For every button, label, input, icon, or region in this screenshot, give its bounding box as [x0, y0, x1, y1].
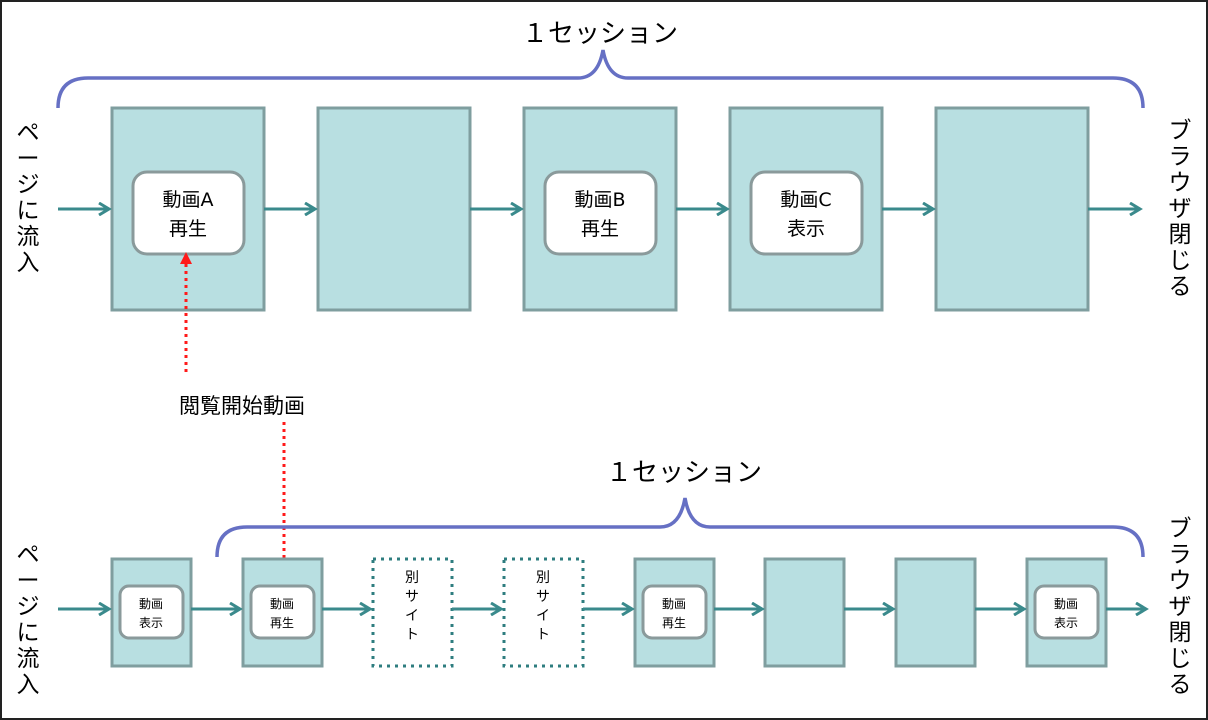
bottom-video-play-2-line1: 動画: [662, 597, 686, 611]
bottom-video-play-1: 動画 再生: [249, 584, 316, 640]
top-inflow-char-5: 流: [17, 224, 40, 250]
top-inflow-char-2: ー: [17, 146, 40, 172]
top-close-char-3: ウ: [1169, 170, 1192, 196]
bottom-close-char-1: ブ: [1169, 516, 1192, 542]
bottom-video-play-1-box: [249, 584, 316, 640]
start-video-label: 閲覧開始動画: [179, 394, 305, 418]
other-site-1-char-4: ト: [405, 627, 419, 643]
other-site-2-char-2: サ: [536, 589, 550, 605]
bottom-inflow-char-6: 入: [17, 672, 40, 698]
top-inflow-char-3: ジ: [17, 172, 40, 198]
bottom-close-char-5: 閉: [1169, 620, 1192, 646]
bottom-other-site-1-label: 別 サ イ ト: [405, 570, 419, 643]
top-session-brace: [56, 49, 1145, 109]
bottom-video-play-2: 動画 再生: [641, 584, 708, 640]
bottom-close-char-7: る: [1169, 672, 1192, 698]
top-close-char-2: ラ: [1169, 144, 1192, 170]
other-site-1-char-2: サ: [405, 589, 419, 605]
bottom-other-site-2: [502, 557, 585, 668]
bottom-video-play-2-box: [641, 584, 708, 640]
bottom-video-play-2-line2: 再生: [662, 616, 686, 630]
bottom-video-show-1-box: [118, 584, 185, 640]
other-site-2-char-1: 別: [536, 570, 550, 586]
bottom-inflow-char-1: ペ: [17, 542, 40, 568]
top-video-c-box: [749, 170, 864, 256]
top-page-2: [316, 106, 472, 312]
top-close-char-7: る: [1169, 274, 1192, 300]
bottom-page-5: [894, 557, 977, 668]
bottom-close-char-3: ウ: [1169, 568, 1192, 594]
top-page-5: [934, 106, 1090, 312]
bottom-video-play-1-line2: 再生: [270, 616, 294, 630]
bottom-video-show-1: 動画 表示: [118, 584, 185, 640]
other-site-2-char-4: ト: [536, 627, 550, 643]
top-close-char-1: ブ: [1169, 118, 1192, 144]
bottom-close-char-4: ザ: [1169, 594, 1192, 620]
top-close-char-4: ザ: [1169, 196, 1192, 222]
bottom-video-show-2: 動画 表示: [1033, 584, 1100, 640]
bottom-close-char-2: ラ: [1169, 542, 1192, 568]
top-video-b-line1: 動画B: [574, 189, 625, 211]
top-close-label: ブ ラ ウ ザ 閉 じ る: [1169, 118, 1192, 300]
bottom-video-show-2-line2: 表示: [1054, 616, 1078, 630]
top-video-a-line2: 再生: [169, 218, 207, 240]
top-video-c-line2: 表示: [787, 218, 825, 240]
bottom-video-show-1-line1: 動画: [139, 597, 163, 611]
top-video-a: 動画A 再生: [131, 170, 246, 256]
bottom-video-show-1-line2: 表示: [139, 616, 163, 630]
bottom-inflow-char-2: ー: [17, 568, 40, 594]
bottom-other-site-1: [371, 557, 454, 668]
other-site-2-char-3: イ: [536, 608, 550, 624]
top-video-b-box: [543, 170, 658, 256]
bottom-inflow-label: ペ ー ジ に 流 入: [17, 542, 40, 698]
top-close-char-6: じ: [1169, 248, 1192, 274]
top-video-b-line2: 再生: [581, 218, 619, 240]
top-inflow-char-4: に: [17, 198, 40, 224]
top-inflow-char-1: ペ: [17, 120, 40, 146]
bottom-inflow-char-4: に: [17, 620, 40, 646]
bottom-inflow-char-5: 流: [17, 646, 40, 672]
bottom-session-label: １セッション: [606, 458, 762, 488]
top-inflow-label: ペ ー ジ に 流 入: [17, 120, 40, 276]
top-video-b: 動画B 再生: [543, 170, 658, 256]
bottom-close-char-6: じ: [1169, 646, 1192, 672]
bottom-other-site-2-label: 別 サ イ ト: [536, 570, 550, 643]
other-site-1-char-1: 別: [405, 570, 419, 586]
bottom-video-show-2-box: [1033, 584, 1100, 640]
top-video-c-line1: 動画C: [780, 189, 831, 211]
bottom-page-4: [763, 557, 846, 668]
top-session-label: １セッション: [522, 19, 678, 49]
top-inflow-char-6: 入: [17, 250, 40, 276]
top-video-c: 動画C 表示: [749, 170, 864, 256]
bottom-video-show-2-line1: 動画: [1054, 597, 1078, 611]
bottom-inflow-char-3: ジ: [17, 594, 40, 620]
bottom-close-label: ブ ラ ウ ザ 閉 じ る: [1169, 516, 1192, 698]
bottom-video-play-1-line1: 動画: [270, 597, 294, 611]
other-site-1-char-3: イ: [405, 608, 419, 624]
top-close-char-5: 閉: [1169, 222, 1192, 248]
top-video-a-box: [131, 170, 246, 256]
bottom-session-brace: [215, 497, 1145, 558]
top-video-a-line1: 動画A: [163, 189, 214, 211]
